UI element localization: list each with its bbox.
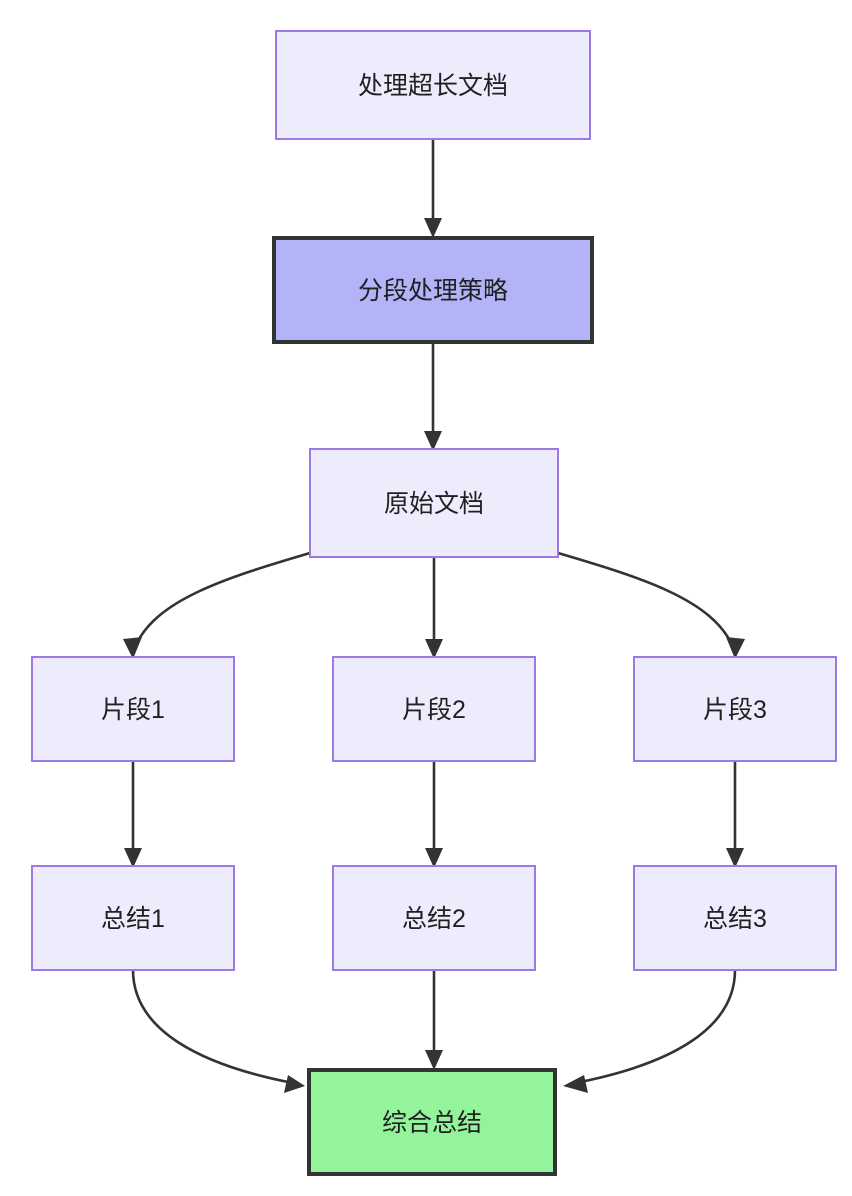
arrow-head-icon [123,637,142,659]
node-summary-2[interactable]: 总结2 [332,865,536,971]
node-box[interactable] [633,656,837,762]
edge-line [557,551,735,648]
arrow-head-icon [284,1075,305,1093]
node-box[interactable] [31,656,235,762]
edge-source-to-fragment-2 [425,557,443,659]
node-box[interactable] [332,865,536,971]
edge-fragment-2-to-summary-2 [425,761,443,868]
node-label: 片段1 [101,696,165,724]
arrow-head-icon [124,848,142,868]
node-process-long-document[interactable]: 处理超长文档 [275,30,591,140]
node-label: 总结1 [101,905,165,933]
node-box[interactable] [275,30,591,140]
arrow-head-icon [726,848,744,868]
node-label: 总结3 [703,905,767,933]
edge-source-to-fragment-3 [557,551,745,659]
node-box[interactable] [31,865,235,971]
arrow-head-icon [424,218,442,238]
node-fragment-3[interactable]: 片段3 [633,656,837,762]
edge-summary-3-to-final [563,969,737,1093]
edge-source-to-fragment-1 [123,551,311,659]
edge-line [574,969,737,1085]
arrow-head-icon [563,1075,588,1093]
node-box[interactable] [272,236,594,344]
node-summary-1[interactable]: 总结1 [31,865,235,971]
edge-line [131,969,294,1085]
arrow-head-icon [425,1050,443,1070]
node-box[interactable] [633,865,837,971]
node-source-document[interactable]: 原始文档 [309,448,559,558]
node-label: 分段处理策略 [358,277,508,305]
edge-fragment-3-to-summary-3 [726,761,744,868]
edge-layer [123,139,745,1093]
node-summary-3[interactable]: 总结3 [633,865,837,971]
node-label: 片段2 [402,696,466,724]
node-label: 片段3 [703,696,767,724]
edge-summary-1-to-final [131,969,305,1093]
arrow-head-icon [425,639,443,659]
node-fragment-1[interactable]: 片段1 [31,656,235,762]
edge-strategy-to-source [424,344,442,451]
node-label: 综合总结 [382,1109,482,1137]
node-final-summary[interactable]: 综合总结 [307,1068,557,1176]
edge-process-to-strategy [424,139,442,238]
node-layer: 处理超长文档 分段处理策略 原始文档 片段1 片段2 片段3 [31,30,837,1176]
node-label: 处理超长文档 [358,72,508,100]
arrow-head-icon [425,848,443,868]
edge-summary-2-to-final [425,970,443,1070]
edge-fragment-1-to-summary-1 [124,761,142,868]
node-box[interactable] [309,448,559,558]
edge-line [133,551,311,648]
node-fragment-2[interactable]: 片段2 [332,656,536,762]
node-box[interactable] [332,656,536,762]
node-label: 总结2 [402,905,466,933]
arrow-head-icon [424,431,442,451]
arrow-head-icon [726,637,745,659]
node-box[interactable] [307,1068,557,1176]
node-label: 原始文档 [384,490,484,518]
node-chunking-strategy[interactable]: 分段处理策略 [272,236,594,344]
